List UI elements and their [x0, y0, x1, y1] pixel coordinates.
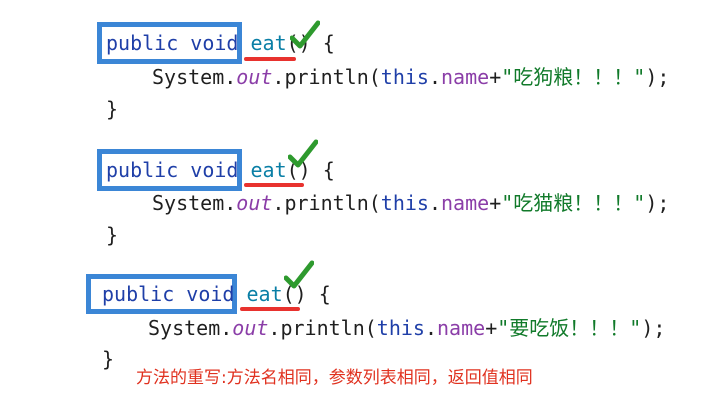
close-brace: } — [102, 347, 115, 371]
override-rule-caption: 方法的重写:方法名相同，参数列表相同，返回值相同 — [136, 368, 533, 388]
close-brace: } — [106, 97, 119, 121]
signature-highlight-box — [86, 274, 237, 314]
method-signature-line: public void eat() { — [102, 281, 331, 307]
print-statement-line: System.out.println(this.name+"要吃饭！！！"); — [148, 315, 665, 341]
open-brace: { — [310, 158, 335, 182]
name-field: name — [437, 316, 486, 340]
system-class: System. — [152, 191, 237, 215]
system-class: System. — [148, 316, 233, 340]
method-name-underline — [244, 183, 304, 187]
dot-operator: . — [428, 65, 442, 89]
open-brace: { — [310, 31, 335, 55]
method-name-underline — [240, 307, 300, 311]
string-literal: "吃猫粮！！！" — [501, 191, 646, 215]
dot-operator: . — [428, 191, 442, 215]
method-name: eat — [250, 158, 287, 182]
name-field: name — [441, 65, 490, 89]
method-modifier: public void — [102, 282, 235, 306]
out-field: out — [236, 65, 273, 89]
close-brace: } — [106, 223, 119, 247]
method-name-underline — [244, 57, 296, 61]
open-brace: { — [306, 282, 331, 306]
name-field: name — [441, 191, 490, 215]
dot-operator: . — [424, 316, 438, 340]
println-call: .println( — [268, 316, 377, 340]
plus-operator: + — [489, 65, 502, 89]
this-keyword: this — [380, 65, 429, 89]
out-field: out — [236, 191, 273, 215]
out-field: out — [232, 316, 269, 340]
plus-operator: + — [485, 316, 498, 340]
method-signature-line: public void eat() { — [106, 157, 335, 183]
println-call: .println( — [272, 65, 381, 89]
signature-highlight-box — [97, 22, 242, 64]
check-mark-icon — [288, 139, 318, 168]
method-name: eat — [250, 31, 287, 55]
check-mark-icon — [290, 20, 320, 49]
system-class: System. — [152, 65, 237, 89]
statement-end: ); — [641, 316, 666, 340]
signature-highlight-box — [97, 149, 242, 191]
string-literal: "吃狗粮！！！" — [501, 65, 646, 89]
this-keyword: this — [376, 316, 425, 340]
string-literal: "要吃饭！！！" — [497, 316, 642, 340]
statement-end: ); — [645, 65, 670, 89]
statement-end: ); — [645, 191, 670, 215]
method-name: eat — [246, 282, 283, 306]
check-mark-icon — [284, 260, 314, 289]
method-modifier: public void — [106, 158, 239, 182]
plus-operator: + — [489, 191, 502, 215]
print-statement-line: System.out.println(this.name+"吃狗粮！！！"); — [152, 64, 669, 90]
println-call: .println( — [272, 191, 381, 215]
print-statement-line: System.out.println(this.name+"吃猫粮！！！"); — [152, 190, 669, 216]
method-modifier: public void — [106, 31, 239, 55]
this-keyword: this — [380, 191, 429, 215]
